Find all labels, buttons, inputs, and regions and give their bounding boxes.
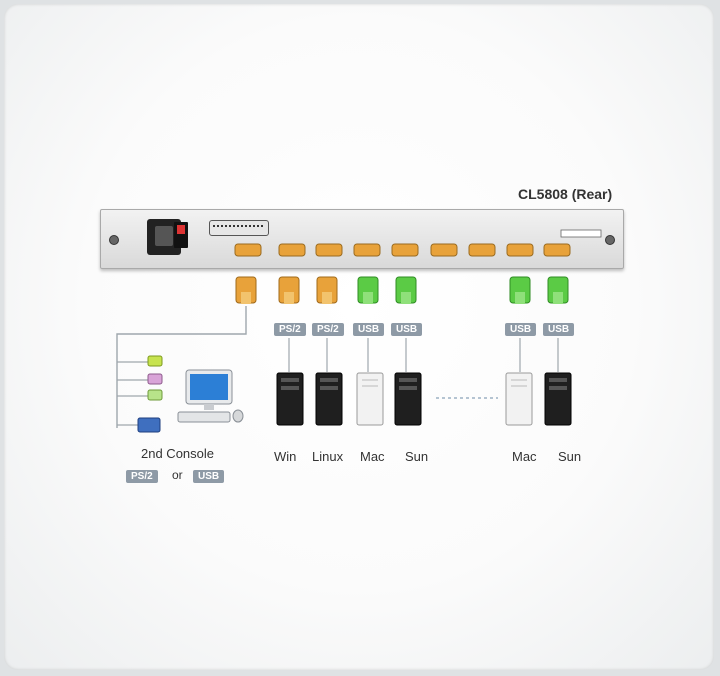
or-label: or <box>172 468 183 482</box>
ps2-tag: PS/2 <box>274 323 306 336</box>
kvm-port-icon <box>430 243 458 257</box>
kvm-port-icon <box>543 243 571 257</box>
diagram-frame <box>4 4 714 670</box>
usb-connector-icon <box>357 276 379 304</box>
computer-tower-icon <box>356 372 384 426</box>
console-monitor-icon <box>177 369 244 423</box>
computer-tower-icon <box>505 372 533 426</box>
computer-tower-icon <box>394 372 422 426</box>
ps2-tag: PS/2 <box>312 323 344 336</box>
diagram-title: CL5808 (Rear) <box>518 186 613 202</box>
computer-label: Mac <box>512 449 537 464</box>
kvm-port-icon <box>468 243 496 257</box>
usb-tag: USB <box>543 323 575 336</box>
usb-connector-icon <box>547 276 569 304</box>
computer-tower-icon <box>276 372 304 426</box>
kvm-port-icon <box>278 243 306 257</box>
port-label-plate <box>560 229 602 238</box>
kvm-port-icon <box>315 243 343 257</box>
kvm-port-icon <box>353 243 381 257</box>
computer-label: Win <box>274 449 297 464</box>
computer-tower-icon <box>544 372 572 426</box>
computer-label: Sun <box>405 449 429 464</box>
computer-label: Sun <box>558 449 582 464</box>
db25-port-icon <box>209 220 269 236</box>
right-screw-icon <box>605 235 615 245</box>
usb-connector-icon <box>395 276 417 304</box>
kvm-port-icon <box>391 243 419 257</box>
left-screw-icon <box>109 235 119 245</box>
console-port-icon <box>234 243 262 257</box>
console-label: 2nd Console <box>141 446 214 461</box>
kvm-port-icon <box>506 243 534 257</box>
computer-label: Mac <box>360 449 385 464</box>
ps2-connector-icon <box>278 276 300 304</box>
usb-connector-icon <box>509 276 531 304</box>
kvm-rear-panel <box>100 209 624 269</box>
computer-label: Linux <box>312 449 344 464</box>
ps2-connector-icon <box>235 276 257 304</box>
usb-tag: USB <box>391 323 423 336</box>
kvm-ports <box>234 229 602 257</box>
power-switch-icon <box>174 222 188 248</box>
ps2-connector-icon <box>316 276 338 304</box>
ps2-tag: PS/2 <box>126 470 158 483</box>
usb-tag: USB <box>505 323 537 336</box>
usb-tag: USB <box>193 470 225 483</box>
console-plug-icon <box>137 355 163 433</box>
usb-tag: USB <box>353 323 385 336</box>
computer-tower-icon <box>315 372 343 426</box>
